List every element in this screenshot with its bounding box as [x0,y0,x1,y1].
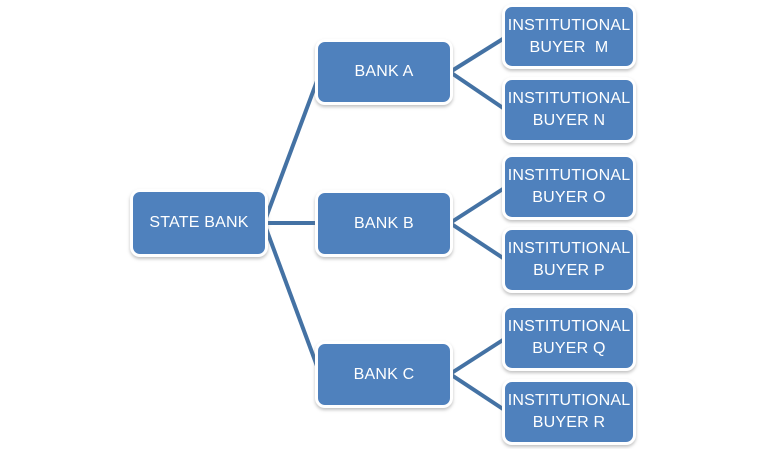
connector-bank-c-to-buyer-q [448,336,508,376]
connector-state-bank-to-bank-a [262,72,322,224]
node-bank-a: BANK A [315,39,453,105]
node-buyer-p: INSTITUTIONAL BUYER P [502,227,636,293]
node-bank-a-label: BANK A [354,63,414,81]
node-buyer-n-label: INSTITUTIONAL BUYER N [507,90,635,129]
connector-bank-b-to-buyer-p [448,221,508,262]
node-buyer-m-label: INSTITUTIONAL BUYER M [507,16,635,56]
node-state-bank: STATE BANK [130,189,268,257]
node-buyer-o-label: INSTITUTIONAL BUYER O [507,167,635,206]
node-bank-c: BANK C [315,341,453,408]
node-buyer-n: INSTITUTIONAL BUYER N [502,77,636,143]
node-buyer-o: INSTITUTIONAL BUYER O [502,154,636,220]
connector-bank-c-to-buyer-r [448,372,508,413]
node-bank-c-label: BANK C [353,365,415,383]
connector-bank-a-to-buyer-m [448,35,508,74]
node-bank-b-label: BANK B [354,214,414,232]
node-buyer-p-label: INSTITUTIONAL BUYER P [507,240,635,279]
node-bank-b: BANK B [315,190,453,257]
connector-bank-b-to-buyer-o [448,185,508,225]
connector-bank-a-to-buyer-n [448,70,508,112]
node-state-bank-label: STATE BANK [149,214,249,232]
node-buyer-r-label: INSTITUTIONAL BUYER R [507,392,635,431]
node-buyer-q-label: INSTITUTIONAL BUYER Q [507,318,635,357]
node-buyer-q: INSTITUTIONAL BUYER Q [502,305,636,371]
node-buyer-m: INSTITUTIONAL BUYER M [502,4,636,69]
node-buyer-r: INSTITUTIONAL BUYER R [502,379,636,445]
connector-state-bank-to-bank-c [262,222,322,375]
